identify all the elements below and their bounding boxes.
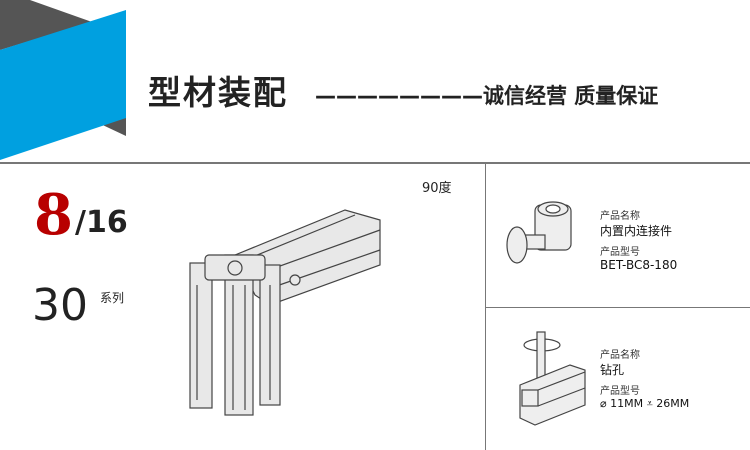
name-label: 产品名称: [600, 211, 640, 222]
model-label: 产品型号: [600, 247, 640, 258]
size-fraction: /16: [75, 205, 128, 240]
product-model: ⌀ 11MM ⩡ 26MM: [600, 397, 690, 410]
divider-right: [486, 307, 750, 308]
series-label: 系列: [100, 291, 125, 305]
header-banner-graphic: [0, 0, 126, 160]
divider-vertical: [485, 163, 486, 450]
product-name: 内置内连接件: [600, 224, 673, 238]
model-label: 产品型号: [600, 386, 640, 397]
product-name: 钻孔: [600, 363, 625, 377]
product-card-1: 产品名称 内置内连接件 产品型号 BET-BC8-180: [600, 207, 677, 272]
drilling-image: [519, 331, 586, 426]
divider: [0, 162, 750, 164]
size-number: 8: [34, 182, 73, 248]
page-title: 型材装配: [148, 73, 288, 112]
series-number: 30: [32, 280, 88, 331]
angle-label: 90度: [422, 181, 452, 196]
slogan: ————————诚信经营 质量保证: [315, 84, 659, 108]
name-label: 产品名称: [600, 350, 640, 361]
product-card-2: 产品名称 钻孔 产品型号 ⌀ 11MM ⩡ 26MM: [600, 346, 689, 411]
connector-image: [506, 201, 572, 264]
product-model: BET-BC8-180: [600, 258, 678, 272]
profile-assembly-image: [189, 209, 381, 416]
